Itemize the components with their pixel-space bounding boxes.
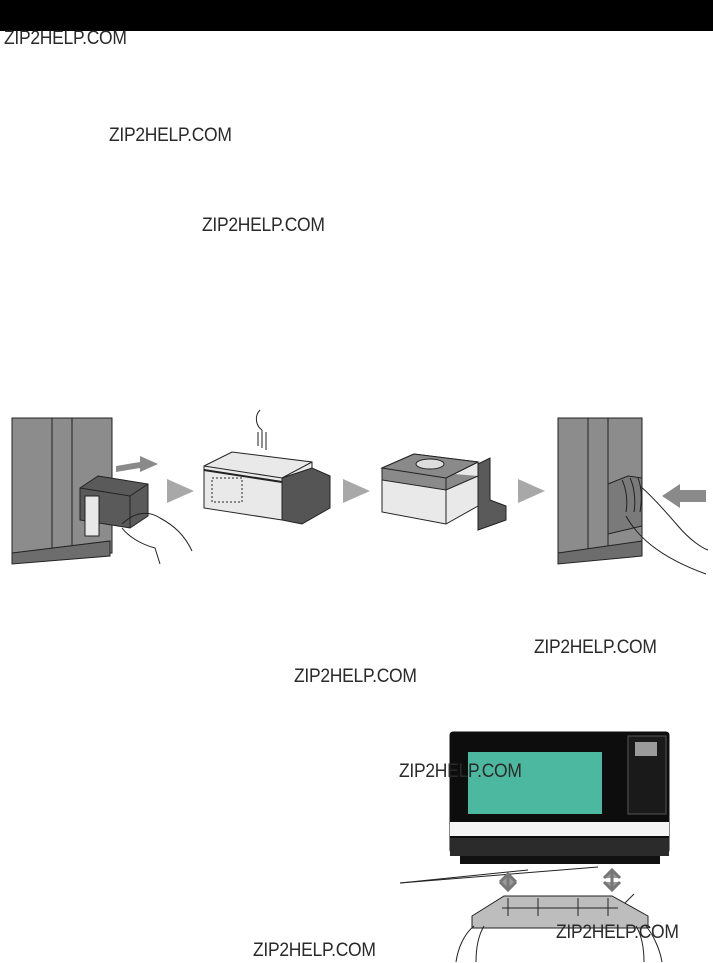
watermark-5: ZIP2HELP.COM bbox=[294, 666, 417, 687]
tank-removal-illustration bbox=[11, 417, 193, 565]
tank-closed-illustration bbox=[380, 453, 507, 531]
watermark-8: ZIP2HELP.COM bbox=[253, 940, 376, 961]
watermark-3: ZIP2HELP.COM bbox=[202, 215, 325, 236]
watermark-7: ZIP2HELP.COM bbox=[556, 922, 679, 943]
arrow-right-2 bbox=[343, 479, 370, 503]
arrow-right-1 bbox=[167, 479, 194, 503]
watermark-6: ZIP2HELP.COM bbox=[399, 761, 522, 782]
arrow-right-3 bbox=[518, 479, 545, 503]
drip-tray-illustration bbox=[399, 731, 670, 963]
watermark-4: ZIP2HELP.COM bbox=[534, 637, 657, 658]
tank-filling-illustration bbox=[203, 409, 331, 525]
watermark-2: ZIP2HELP.COM bbox=[109, 125, 232, 146]
tank-insertion-illustration bbox=[557, 417, 709, 575]
watermark-1: ZIP2HELP.COM bbox=[4, 28, 127, 49]
header-bar bbox=[0, 0, 713, 31]
